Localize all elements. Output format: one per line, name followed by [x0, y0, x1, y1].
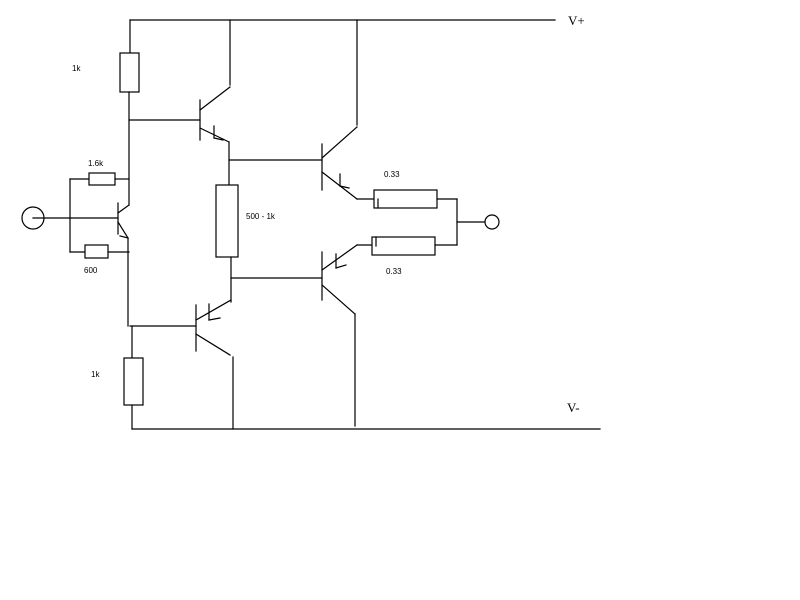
- resistor-1-6k: [88, 172, 116, 186]
- top-driver-arrow-b: [213, 137, 224, 141]
- bottom-output-collector: [321, 284, 356, 315]
- resistor-600-label: 600: [84, 266, 98, 275]
- vplus-label: V+: [568, 13, 585, 28]
- bottom-driver-collector: [195, 333, 231, 356]
- resistor-top-1k: [119, 52, 140, 93]
- resistor-bottom-1k-label: 1k: [91, 370, 100, 379]
- resistor-bias-label: 500 - 1k: [246, 212, 276, 221]
- top-output-arrow-b: [339, 185, 350, 189]
- input-transistor-arrow: [119, 235, 129, 239]
- input-transistor-emitter: [117, 221, 129, 239]
- resistor-emitter-top: [373, 189, 438, 209]
- bottom-driver-arrow-b: [208, 317, 221, 321]
- resistor-1-6k-label: 1.6k: [88, 159, 104, 168]
- resistor-top-1k-label: 1k: [72, 64, 81, 73]
- output-terminal: [484, 214, 500, 230]
- top-driver-collector: [199, 86, 231, 111]
- resistor-emitter-top-label: 0.33: [384, 170, 400, 179]
- bottom-driver-emitter: [195, 299, 232, 321]
- top-output-collector: [321, 126, 358, 159]
- resistor-bottom-1k: [123, 357, 144, 406]
- resistor-emitter-bottom: [371, 236, 436, 256]
- bottom-output-emitter: [321, 244, 358, 271]
- bottom-output-arrow-b: [335, 264, 347, 269]
- resistor-bias: [215, 184, 239, 258]
- vminus-label: V-: [567, 400, 580, 415]
- resistor-600: [84, 244, 109, 259]
- input-transistor-collector: [117, 204, 130, 214]
- resistor-emitter-bottom-label: 0.33: [386, 267, 402, 276]
